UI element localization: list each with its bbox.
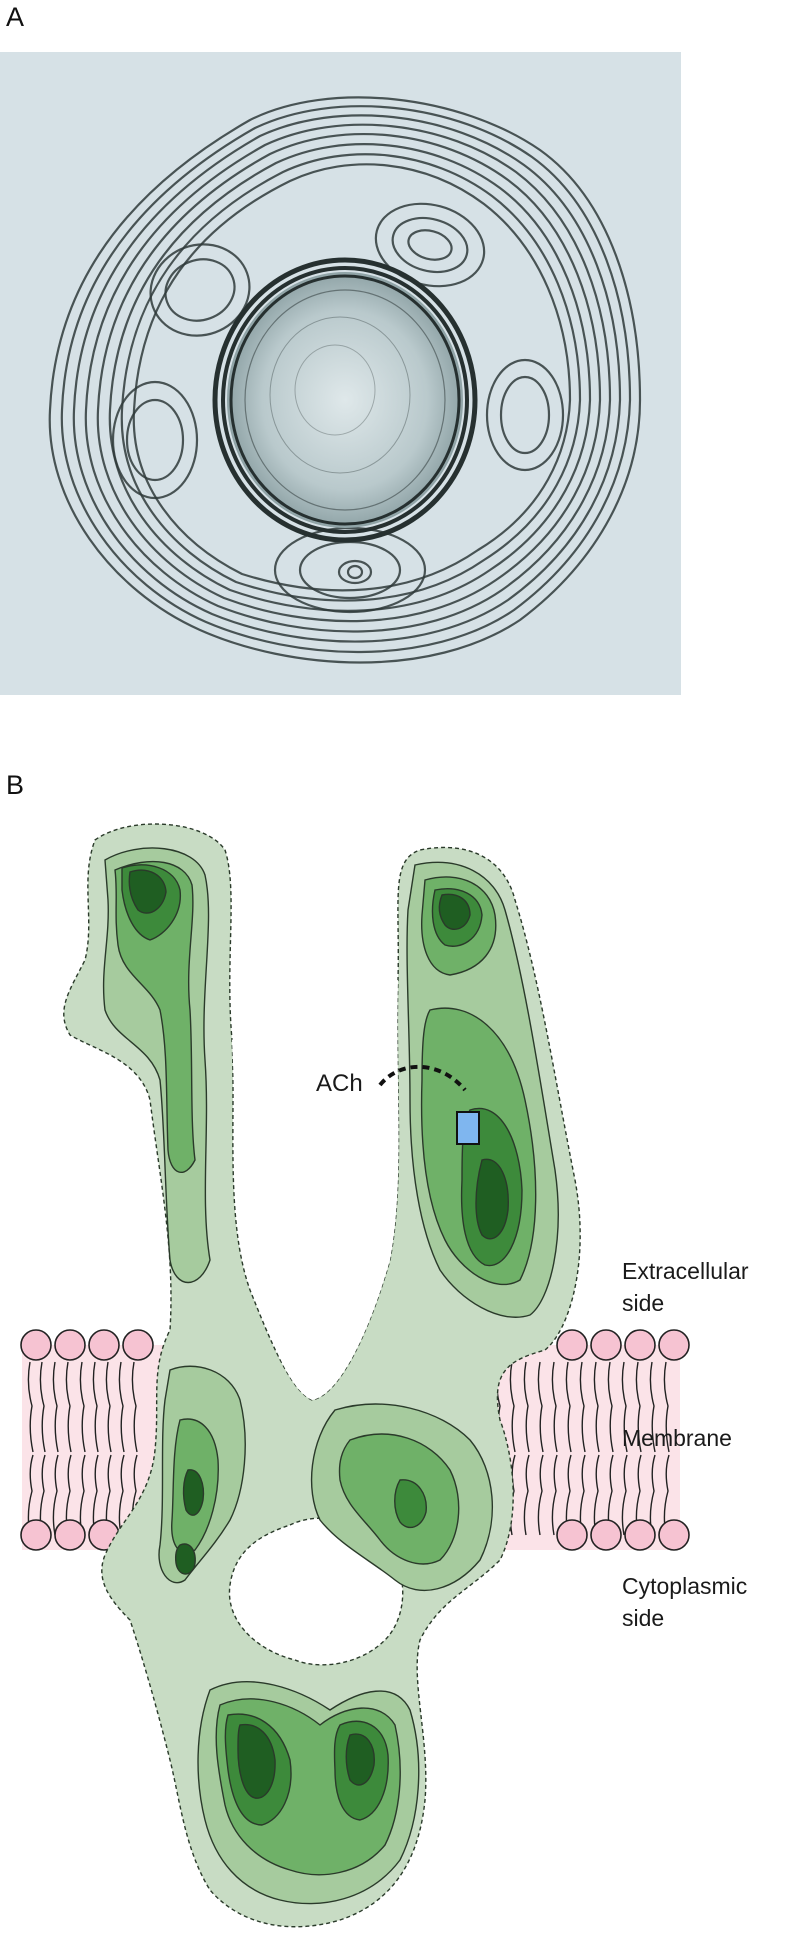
receptor-pore bbox=[232, 980, 399, 1400]
cytoplasmic-line-2: side bbox=[622, 1605, 665, 1631]
ach-marker bbox=[456, 1111, 480, 1145]
ach-pointer-line bbox=[378, 1064, 467, 1092]
extracellular-side-label: Extracellular side bbox=[622, 1255, 782, 1319]
panel-a-density-map bbox=[0, 52, 681, 695]
ach-binding-site bbox=[378, 1064, 480, 1145]
panel-a-central-pore bbox=[227, 272, 463, 528]
extracellular-line-1: Extracellular bbox=[622, 1258, 749, 1284]
panel-b-label: B bbox=[6, 770, 25, 800]
ach-label: ACh bbox=[316, 1070, 363, 1097]
panel-a-pore-rings bbox=[212, 257, 478, 543]
panel-a-contours bbox=[48, 96, 642, 664]
cytoplasmic-line-1: Cytoplasmic bbox=[622, 1573, 748, 1599]
panel-a-label: A bbox=[6, 2, 25, 32]
cytoplasmic-side-label: Cytoplasmic side bbox=[622, 1570, 782, 1634]
receptor-density-map bbox=[63, 823, 581, 1928]
lipid-heads bbox=[20, 1329, 690, 1551]
extracellular-line-2: side bbox=[622, 1290, 665, 1316]
membrane-label: Membrane bbox=[622, 1425, 732, 1451]
